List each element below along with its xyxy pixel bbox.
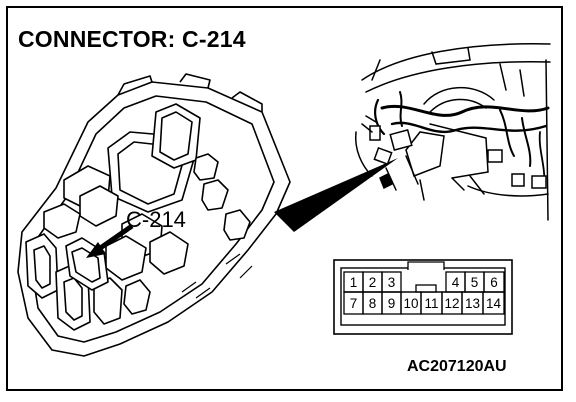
callout-arrow bbox=[86, 223, 134, 258]
connector-face: 1 2 3 4 5 6 7 8 9 10 11 12 13 14 bbox=[333, 259, 513, 335]
connector-bottom-row bbox=[343, 291, 505, 315]
junction-block-illustration bbox=[17, 73, 291, 357]
pointer-wedge bbox=[274, 158, 398, 232]
pin-14: 14 bbox=[486, 296, 502, 311]
page-title: CONNECTOR: C-214 bbox=[18, 26, 246, 52]
pin-2: 2 bbox=[369, 275, 377, 290]
pin-13: 13 bbox=[465, 296, 480, 311]
vehicle-dashboard-illustration bbox=[354, 43, 551, 221]
pin-7: 7 bbox=[350, 296, 358, 311]
pin-6: 6 bbox=[490, 275, 498, 290]
pin-12: 12 bbox=[444, 296, 459, 311]
pin-9: 9 bbox=[388, 296, 396, 311]
figure-code: AC207120AU bbox=[407, 358, 507, 375]
pin-10: 10 bbox=[403, 296, 418, 311]
pin-5: 5 bbox=[471, 275, 479, 290]
pin-1: 1 bbox=[350, 275, 358, 290]
pin-8: 8 bbox=[369, 296, 377, 311]
callout-label: C-214 bbox=[126, 207, 186, 232]
pin-3: 3 bbox=[388, 275, 396, 290]
pin-4: 4 bbox=[452, 275, 460, 290]
pin-11: 11 bbox=[424, 296, 438, 311]
